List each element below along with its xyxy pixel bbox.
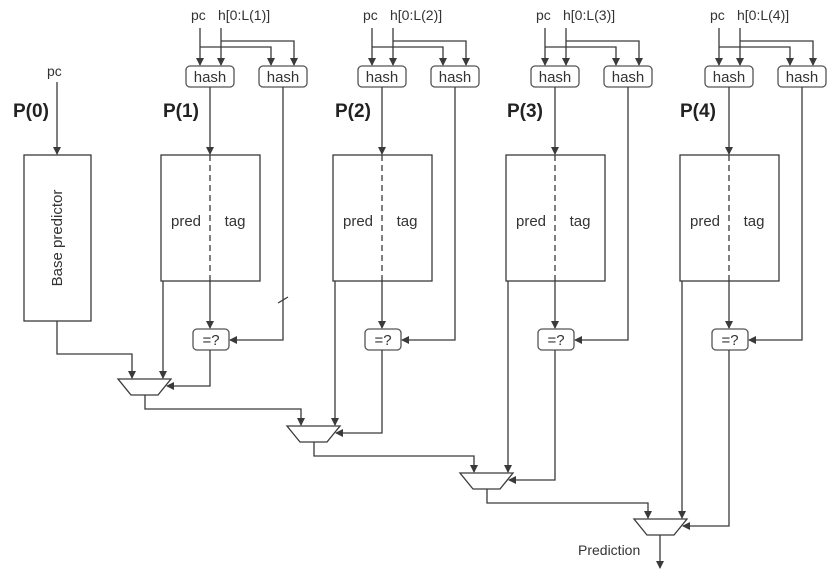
- bus-width-tick: [277, 296, 289, 304]
- tag-hash-to-compare-arrow: [229, 87, 284, 344]
- compare-label: =?: [202, 332, 219, 349]
- base-predictor-group: pc P(0) Base predictor: [13, 63, 136, 379]
- compare-box: [711, 328, 749, 351]
- tag-hash-to-compare-arrow: [401, 87, 456, 344]
- compare-to-mux-select-arrow: [508, 350, 556, 484]
- compare-label: =?: [721, 332, 738, 349]
- history-to-tag-hash-arrow: [393, 40, 470, 66]
- compare-label: =?: [374, 332, 391, 349]
- pc-to-tag-hash-arrow: [372, 46, 447, 66]
- history-to-tag-hash-arrow: [566, 40, 643, 66]
- pc-label: pc: [363, 7, 378, 23]
- base-pc-label: pc: [47, 63, 62, 79]
- compare-label: =?: [547, 332, 564, 349]
- stage-label-p2: P(2): [335, 101, 371, 122]
- history-label: h[0:L(4)]: [737, 7, 789, 23]
- tag-hash-label: hash: [612, 69, 645, 86]
- compare-to-mux-select-arrow: [682, 350, 730, 530]
- mux: [458, 472, 515, 490]
- mux: [285, 425, 342, 443]
- mux: [116, 378, 173, 396]
- pc-to-tag-hash-arrow: [200, 46, 275, 66]
- base-to-mux1-arrow: [56, 321, 136, 379]
- tag-label: tag: [570, 213, 591, 230]
- compare-to-mux-select-arrow: [335, 350, 383, 437]
- history-to-tag-hash-arrow: [740, 40, 817, 66]
- tag-label: tag: [397, 213, 418, 230]
- stage-label-p1: P(1): [163, 101, 199, 122]
- compare-box: [364, 328, 402, 351]
- index-hash-label: hash: [713, 69, 746, 86]
- stage-label-p3: P(3): [507, 101, 543, 122]
- mux: [632, 518, 689, 536]
- pc-label: pc: [710, 7, 725, 23]
- compare-to-mux-select-arrow: [166, 350, 211, 390]
- index-hash-label: hash: [366, 69, 399, 86]
- mux-chain-arrow: [486, 489, 652, 519]
- tag-hash-label: hash: [439, 69, 472, 86]
- compare-box: [537, 328, 575, 351]
- tag-label: tag: [744, 213, 765, 230]
- pc-label: pc: [536, 7, 551, 23]
- index-hash-label: hash: [194, 69, 227, 86]
- pred-label: pred: [516, 213, 546, 230]
- history-label: h[0:L(3)]: [563, 7, 615, 23]
- compare-box: [192, 328, 230, 351]
- pc-label: pc: [191, 7, 206, 23]
- index-hash-label: hash: [539, 69, 572, 86]
- tag-hash-label: hash: [786, 69, 819, 86]
- pc-to-tag-hash-arrow: [545, 46, 620, 66]
- mux-chain-arrow: [313, 442, 478, 473]
- pc-to-tag-hash-arrow: [719, 46, 794, 66]
- history-to-tag-hash-arrow: [221, 40, 298, 66]
- prediction-label: Prediction: [578, 542, 640, 558]
- pred-label: pred: [690, 213, 720, 230]
- tag-label: tag: [225, 213, 246, 230]
- history-label: h[0:L(2)]: [390, 7, 442, 23]
- base-predictor-label: Base predictor: [49, 190, 66, 287]
- stage-label-p0: P(0): [13, 101, 49, 122]
- history-label: h[0:L(1)]: [218, 7, 270, 23]
- mux-chain-arrow: [144, 395, 305, 426]
- tag-hash-to-compare-arrow: [574, 87, 629, 344]
- pred-label: pred: [171, 213, 201, 230]
- tag-hash-label: hash: [267, 69, 300, 86]
- stage-label-p4: P(4): [680, 101, 716, 122]
- tag-hash-to-compare-arrow: [748, 87, 803, 344]
- pred-label: pred: [343, 213, 373, 230]
